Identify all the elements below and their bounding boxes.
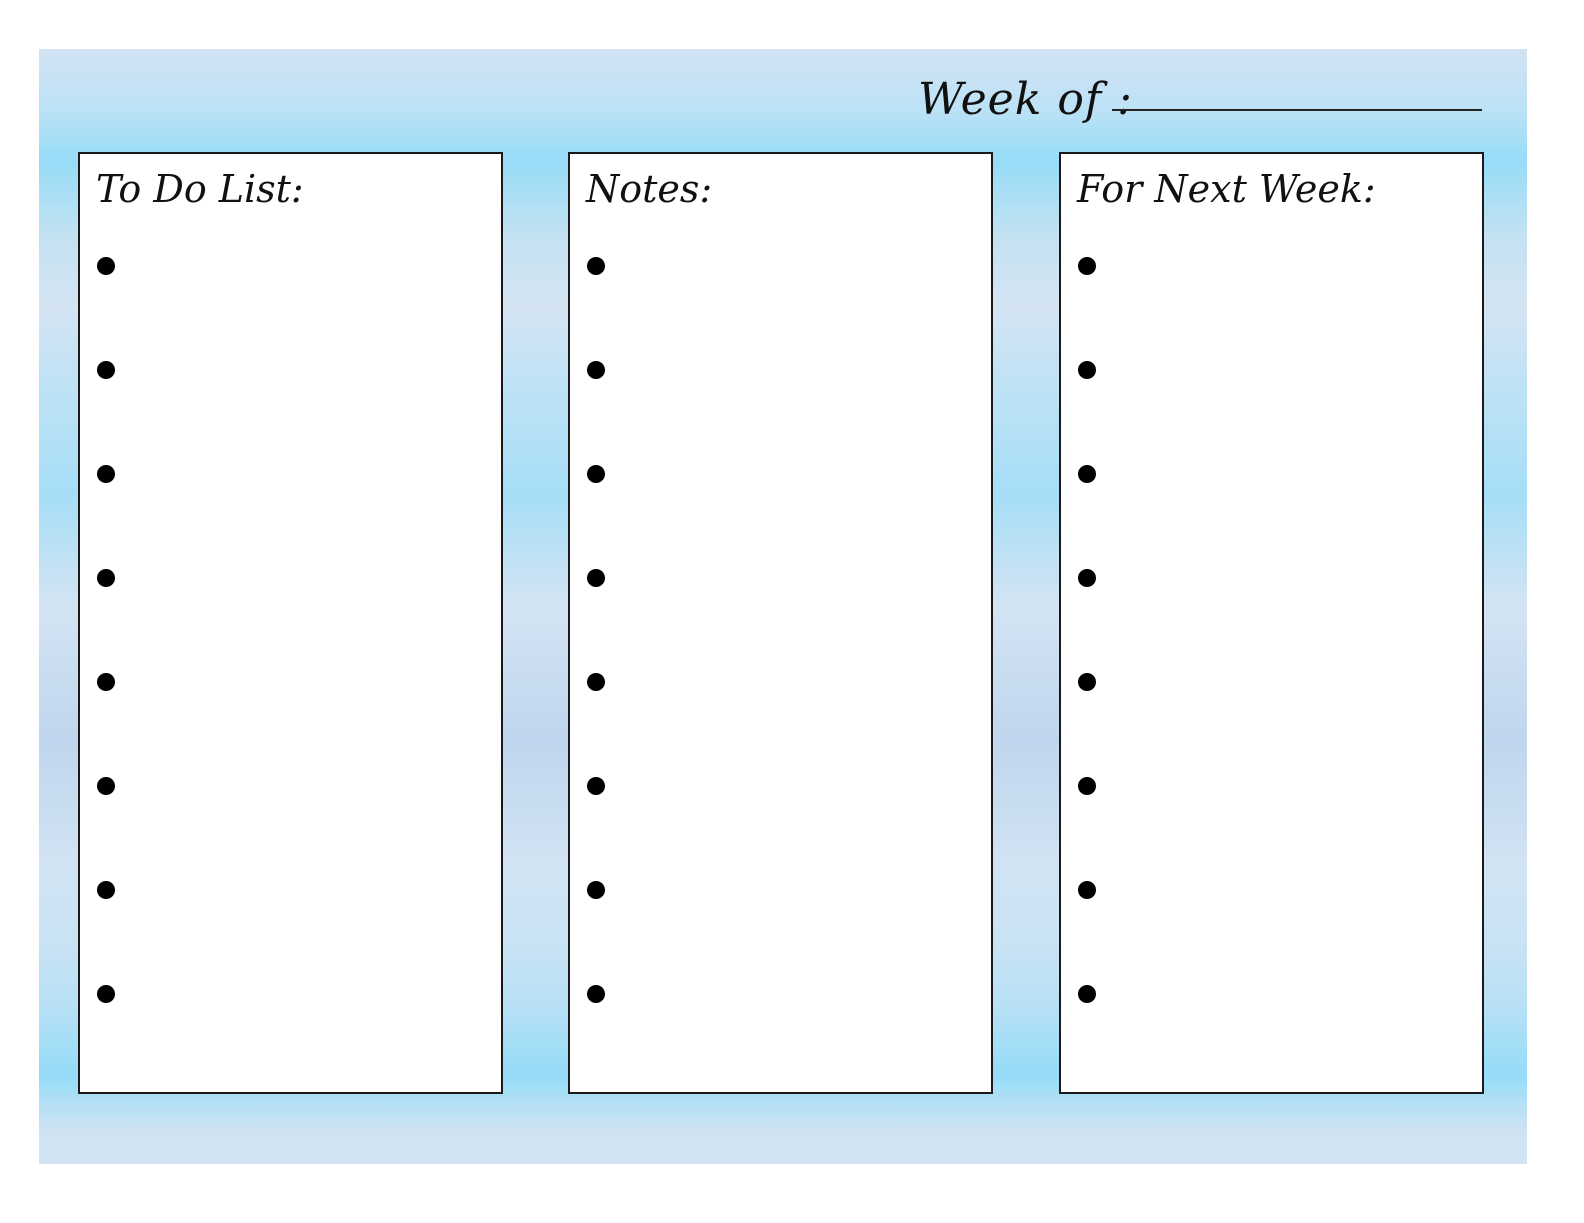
panel-title-notes: Notes: bbox=[586, 167, 713, 211]
bullet-point bbox=[97, 985, 115, 1003]
panel-title-to-do-list: To Do List: bbox=[96, 167, 304, 211]
bullet-point bbox=[1078, 257, 1096, 275]
bullet-point bbox=[587, 777, 605, 795]
bullet-point bbox=[97, 881, 115, 899]
bullet-point bbox=[97, 777, 115, 795]
panel-title-for-next-week: For Next Week: bbox=[1077, 167, 1376, 211]
bullet-point bbox=[1078, 361, 1096, 379]
week-of-heading: Week of : bbox=[918, 62, 1133, 122]
bullet-point bbox=[1078, 881, 1096, 899]
bullet-point bbox=[587, 985, 605, 1003]
week-of-label: Week of : bbox=[918, 74, 1133, 125]
bullet-point bbox=[587, 257, 605, 275]
bullet-point bbox=[97, 673, 115, 691]
bullet-point bbox=[587, 465, 605, 483]
bullet-point bbox=[587, 881, 605, 899]
panel-for-next-week: For Next Week: bbox=[1059, 152, 1484, 1094]
bullet-point bbox=[1078, 673, 1096, 691]
bullet-point bbox=[97, 465, 115, 483]
bullet-point bbox=[1078, 465, 1096, 483]
week-of-blank-line[interactable] bbox=[1112, 109, 1482, 111]
bullet-point bbox=[587, 673, 605, 691]
bullet-point bbox=[1078, 777, 1096, 795]
bullet-point bbox=[97, 361, 115, 379]
panel-to-do-list: To Do List: bbox=[78, 152, 503, 1094]
bullet-point bbox=[587, 361, 605, 379]
bullet-point bbox=[587, 569, 605, 587]
panel-notes: Notes: bbox=[568, 152, 993, 1094]
bullet-point bbox=[97, 569, 115, 587]
bullet-point bbox=[97, 257, 115, 275]
bullet-point bbox=[1078, 569, 1096, 587]
bullet-point bbox=[1078, 985, 1096, 1003]
